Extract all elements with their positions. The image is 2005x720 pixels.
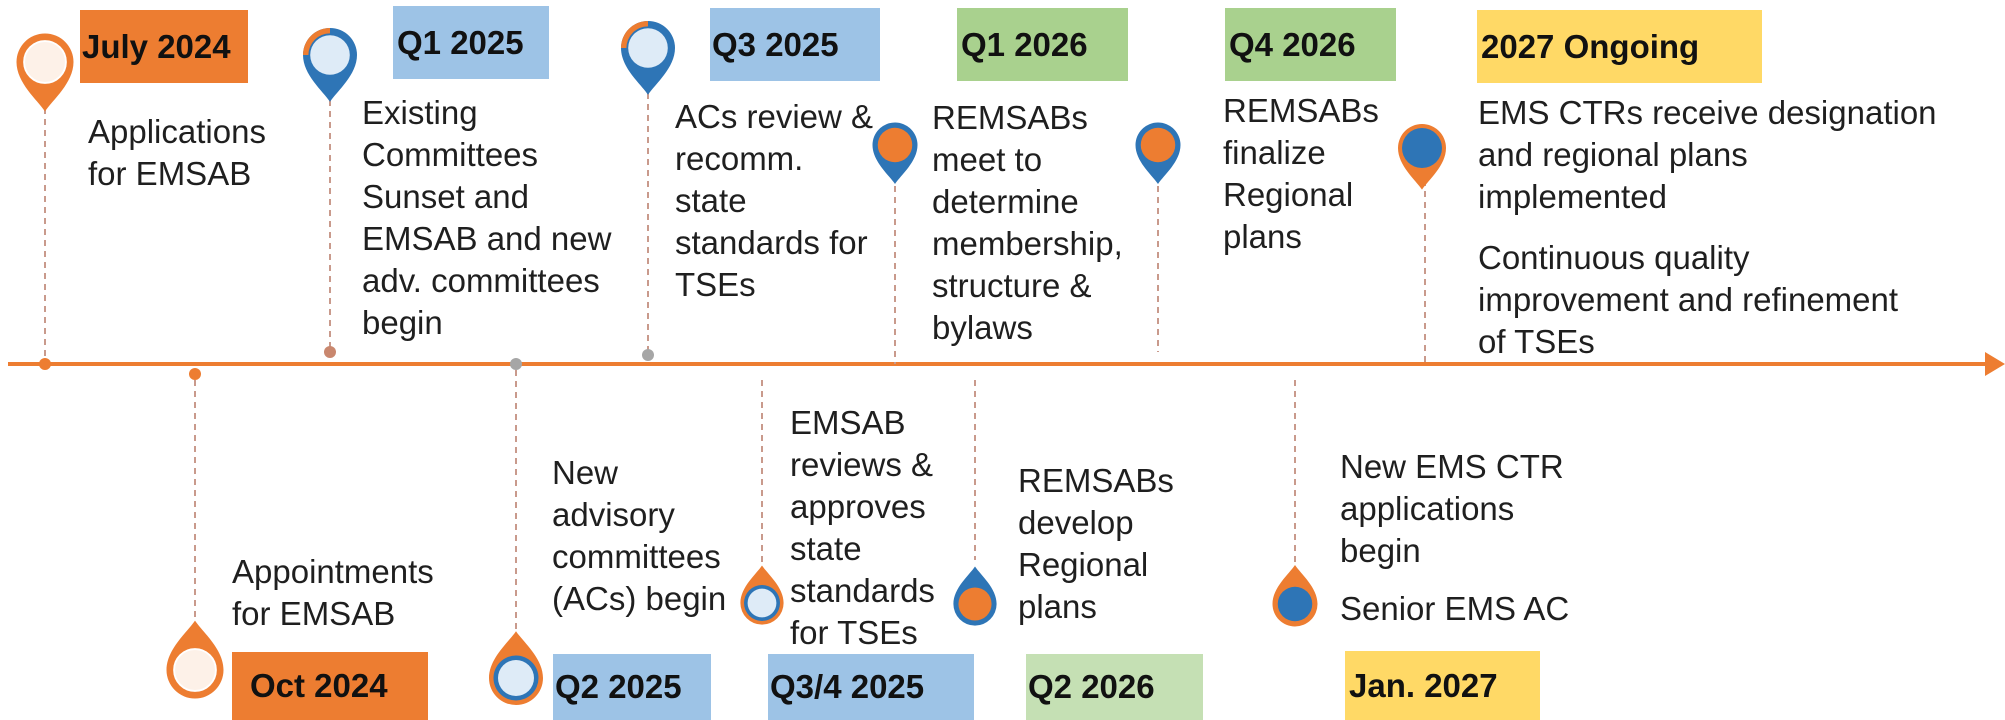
event-text-jul-2024: Applications for EMSAB (88, 111, 266, 195)
event-line: Senior EMS AC (1340, 590, 1570, 627)
event-text-q4-2026: REMSABs finalize Regional plans (1223, 90, 1379, 258)
event-text-q34-2025: EMSAB reviews & approves state standards… (790, 402, 935, 654)
event-line: begin (362, 304, 443, 341)
pin-icon (1398, 124, 1446, 190)
event-line: Continuous quality (1478, 239, 1750, 276)
event-line: recomm. (675, 140, 804, 177)
axis-dot (39, 358, 51, 370)
date-badge-oct-2024: Oct 2024 (232, 652, 428, 720)
event-line: applications (1340, 490, 1515, 527)
pin-icon (489, 631, 543, 705)
date-badge-jan-2027: Jan. 2027 (1345, 651, 1540, 720)
event-line: (ACs) begin (552, 580, 727, 617)
connectors-top (44, 82, 1426, 364)
pin-icon (166, 620, 224, 699)
pin-icon (872, 122, 918, 184)
event-line: begin (1340, 532, 1421, 569)
axis-dots (39, 346, 654, 380)
event-line: EMSAB and new (362, 220, 612, 257)
event-line: state (675, 182, 747, 219)
event-line: ACs review & (675, 98, 874, 135)
event-line: Regional (1018, 546, 1149, 583)
event-line: state (790, 530, 862, 567)
event-line: Applications (88, 113, 266, 150)
pin-icon (303, 27, 357, 102)
event-line: Existing (362, 94, 478, 131)
event-line: Committees (362, 136, 539, 173)
date-badge-q3-2025: Q3 2025 (710, 8, 880, 81)
event-line: structure & (932, 267, 1092, 304)
axis-dot (642, 349, 654, 361)
event-text-q3-2025: ACs review & recomm. state standards for… (675, 96, 873, 306)
event-line: meet to (932, 141, 1043, 178)
event-line: REMSABs (932, 99, 1088, 136)
event-line: adv. committees (362, 262, 600, 299)
event-text-q2-2025: New advisory committees (ACs) begin (552, 452, 726, 620)
timeline-arrowhead (1985, 352, 2005, 376)
event-line: EMSAB (790, 404, 906, 441)
connectors-bottom (194, 370, 1296, 635)
date-badge-q1-2025: Q1 2025 (393, 6, 549, 79)
event-line: Appointments (232, 553, 434, 590)
event-line: develop (1018, 504, 1134, 541)
event-line: improvement and refinement (1478, 281, 1899, 318)
axis-dot (324, 346, 336, 358)
event-text-q2-2026: REMSABs develop Regional plans (1018, 460, 1174, 628)
event-text-q1-2026: REMSABs meet to determine membership, st… (932, 97, 1123, 349)
event-line: REMSABs (1223, 92, 1379, 129)
pin-icon (16, 33, 74, 112)
event-text-q1-2025: Existing Committees Sunset and EMSAB and… (362, 92, 611, 344)
pin-icon (740, 565, 784, 625)
event-line: approves (790, 488, 926, 525)
event-text-2027-ongoing: EMS CTRs receive designation and regiona… (1478, 92, 1937, 363)
event-line: committees (552, 538, 721, 575)
event-line: of TSEs (1478, 323, 1595, 360)
event-line: for EMSAB (232, 595, 396, 632)
event-line: implemented (1478, 178, 1667, 215)
date-badge-q2-2026: Q2 2026 (1026, 654, 1203, 720)
event-line: and regional plans (1478, 136, 1748, 173)
event-line: finalize (1223, 134, 1326, 171)
date-badge-q2-2025: Q2 2025 (553, 654, 711, 720)
date-badge-q1-2026: Q1 2026 (957, 8, 1128, 81)
event-line: standards for (675, 224, 868, 261)
event-line: determine (932, 183, 1079, 220)
event-line: New EMS CTR (1340, 448, 1564, 485)
date-badge-2027-ongoing: 2027 Ongoing (1477, 10, 1762, 83)
date-badge-q34-2025: Q3/4 2025 (768, 654, 974, 720)
pin-icon (621, 20, 675, 95)
event-text-jan-2027: New EMS CTR applications begin Senior EM… (1340, 446, 1569, 630)
date-badge-jul-2024: July 2024 (80, 10, 248, 83)
event-line: TSEs (675, 266, 756, 303)
pin-icon (1272, 565, 1318, 627)
event-text-oct-2024: Appointments for EMSAB (232, 551, 434, 635)
event-line: bylaws (932, 309, 1033, 346)
event-line: REMSABs (1018, 462, 1174, 499)
event-line: membership, (932, 225, 1123, 262)
pin-icon (1135, 122, 1181, 184)
event-line: for TSEs (790, 614, 918, 651)
event-line: plans (1223, 218, 1302, 255)
event-line: EMS CTRs receive designation (1478, 94, 1937, 131)
date-badge-q4-2026: Q4 2026 (1225, 8, 1396, 81)
event-line: reviews & (790, 446, 934, 483)
event-line: for EMSAB (88, 155, 252, 192)
event-line: Regional (1223, 176, 1354, 213)
event-line: New (552, 454, 619, 491)
event-line: Sunset and (362, 178, 529, 215)
event-line: advisory (552, 496, 675, 533)
pin-icon (953, 566, 997, 626)
axis-dot (510, 358, 522, 370)
axis-dot (189, 368, 201, 380)
event-line: plans (1018, 588, 1097, 625)
event-line: standards (790, 572, 935, 609)
